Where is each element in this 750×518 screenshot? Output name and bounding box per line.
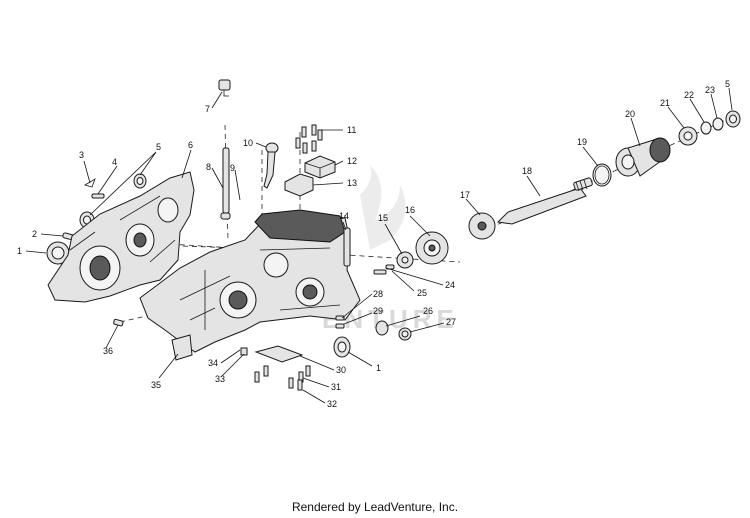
- callout-5-right: 5: [725, 79, 730, 89]
- callout-23: 23: [705, 85, 715, 95]
- callout-12: 12: [347, 156, 357, 166]
- callout-8: 8: [206, 162, 211, 172]
- callout-27: 27: [446, 317, 456, 327]
- callout-5: 5: [156, 142, 161, 152]
- part-gear[interactable]: [415, 231, 449, 265]
- callout-18: 18: [522, 166, 532, 176]
- callout-2: 2: [32, 229, 37, 239]
- callout-1-right: 1: [376, 363, 381, 373]
- callout-15: 15: [378, 213, 388, 223]
- callout-17: 17: [460, 190, 470, 200]
- part-bolts-bottom[interactable]: [240, 347, 311, 391]
- part-bolts-top[interactable]: [295, 124, 323, 154]
- callout-29: 29: [373, 306, 383, 316]
- callout-16: 16: [405, 205, 415, 215]
- part-bearing[interactable]: [678, 126, 698, 146]
- callout-35: 35: [151, 380, 161, 390]
- callout-7: 7: [205, 104, 210, 114]
- part-thrust-washer[interactable]: [468, 212, 496, 240]
- part-main-shaft[interactable]: [496, 177, 593, 225]
- callout-26: 26: [423, 306, 433, 316]
- part-washers-right[interactable]: [700, 117, 724, 135]
- footer-credit: Rendered by LeadVenture, Inc.: [291, 500, 459, 514]
- part-cover-plate[interactable]: [284, 173, 314, 197]
- part-sensor[interactable]: [263, 142, 279, 189]
- callout-31: 31: [331, 382, 341, 392]
- part-bushing[interactable]: [375, 320, 412, 341]
- callout-30: 30: [336, 365, 346, 375]
- part-seal-ring[interactable]: [79, 173, 147, 229]
- part-snap-ring[interactable]: [592, 163, 612, 187]
- callout-21: 21: [660, 98, 670, 108]
- callout-20: 20: [625, 109, 635, 119]
- part-pin-left[interactable]: [113, 318, 124, 327]
- part-shift-rod[interactable]: [343, 227, 351, 267]
- part-pin-and-screw[interactable]: [84, 178, 105, 199]
- callout-33: 33: [215, 374, 225, 384]
- callout-6: 6: [188, 140, 193, 150]
- part-side-cover[interactable]: [47, 171, 195, 303]
- callout-36: 36: [103, 346, 113, 356]
- part-main-case[interactable]: [139, 209, 361, 361]
- callout-labels: 1 2 3 4 5 6 7 8 9 10 11 12 13 14 15 16 1…: [17, 79, 730, 409]
- callout-11: 11: [347, 125, 356, 135]
- callout-34: 34: [208, 358, 218, 368]
- callout-4: 4: [112, 157, 117, 167]
- callout-22: 22: [684, 90, 694, 100]
- callout-3: 3: [79, 150, 84, 160]
- callout-13: 13: [347, 178, 357, 188]
- part-breather-hose[interactable]: [220, 147, 231, 220]
- part-seal-right[interactable]: [333, 336, 351, 358]
- part-seal-end[interactable]: [725, 110, 741, 128]
- part-gear-assembly[interactable]: [615, 137, 671, 177]
- part-washer[interactable]: [396, 251, 414, 269]
- callout-1: 1: [17, 246, 22, 256]
- callout-28: 28: [373, 289, 383, 299]
- callout-9: 9: [230, 163, 235, 173]
- part-breather-cap[interactable]: [218, 79, 231, 97]
- part-switch[interactable]: [304, 155, 336, 179]
- callout-14: 14: [339, 211, 349, 221]
- callout-24: 24: [445, 280, 455, 290]
- callout-32: 32: [327, 399, 337, 409]
- callout-19: 19: [577, 137, 587, 147]
- callout-25: 25: [417, 288, 427, 298]
- part-pins[interactable]: [335, 315, 345, 329]
- callout-10: 10: [243, 138, 253, 148]
- callout-leaders: [25, 87, 733, 404]
- part-gasket-plate[interactable]: [254, 345, 304, 363]
